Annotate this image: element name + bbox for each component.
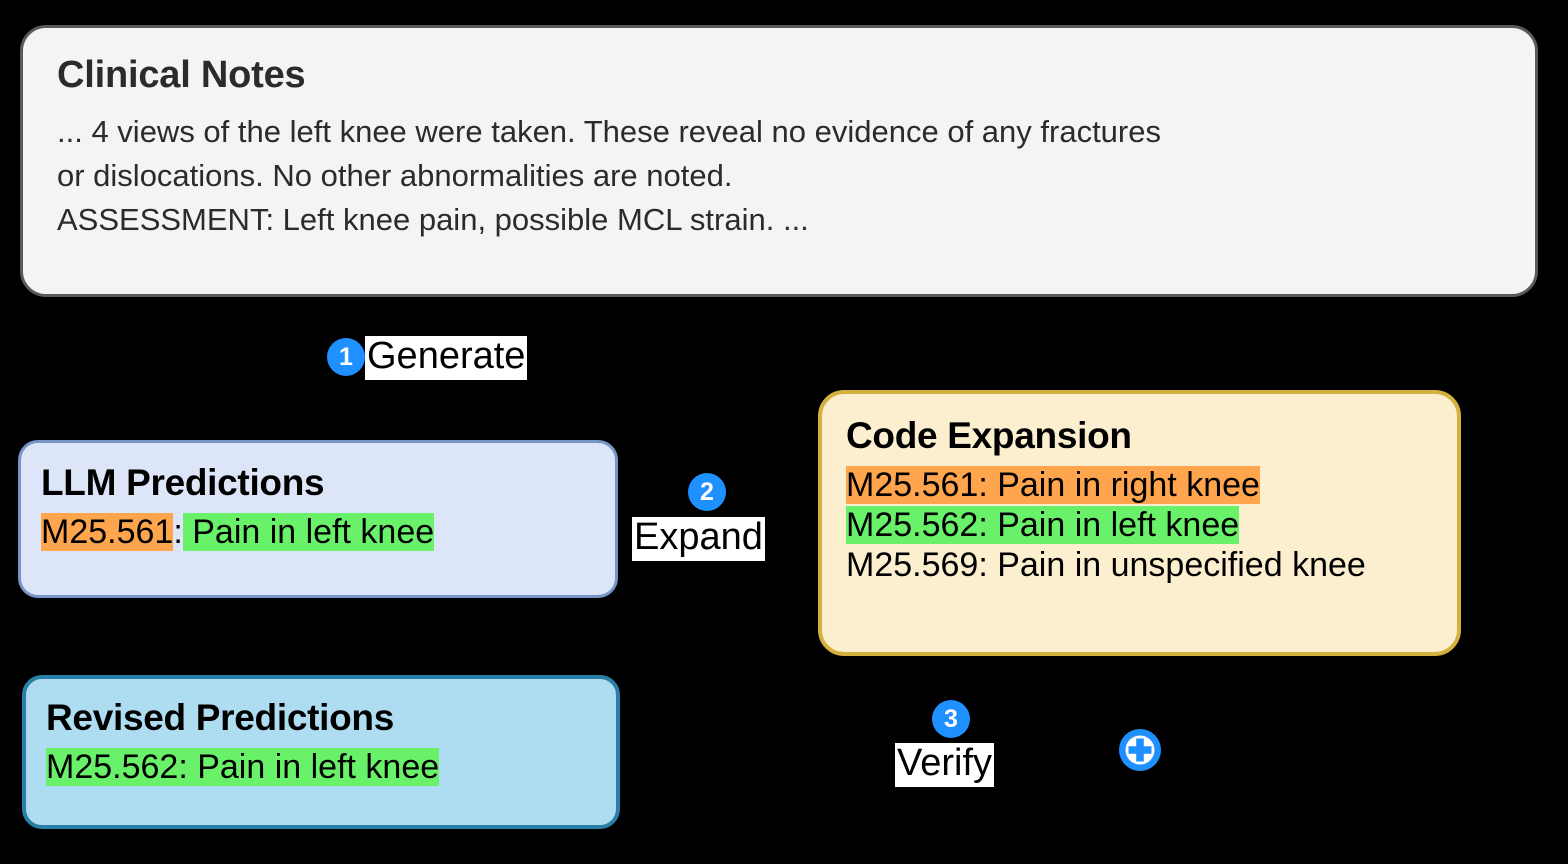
clinical-notes-body: ... 4 views of the left knee were taken.… [57,110,1505,242]
revised-predictions-title: Revised Predictions [46,697,394,738]
clinical-notes-line-1: ... 4 views of the left knee were taken.… [57,113,1161,149]
step-2-badge: 2 [688,473,726,511]
llm-predictions-row: M25.561: Pain in left knee [41,512,615,551]
step-2-label: Expand [632,517,765,561]
revised-predictions-card: Revised Predictions M25.562: Pain in lef… [22,675,620,829]
revised-predictions-row: M25.562: Pain in left knee [46,747,616,786]
code-expansion-row-text: M25.562: Pain in left knee [846,505,1240,544]
step-1-badge: 1 [327,338,365,376]
llm-prediction-description: Pain in left knee [182,512,435,551]
medical-plus-icon [1118,728,1162,772]
llm-prediction-code: M25.561 [41,512,174,551]
step-1-generate: 1 Generate [327,336,528,380]
code-expansion-row-text: M25.561: Pain in right knee [846,465,1260,504]
llm-predictions-card: LLM Predictions M25.561: Pain in left kn… [18,440,618,598]
code-expansion-row: M25.561: Pain in right knee [846,465,1457,504]
step-3-label: Verify [895,743,995,787]
llm-predictions-title: LLM Predictions [41,462,325,503]
code-expansion-row: M25.569: Pain in unspecified knee [846,546,1457,584]
step-1-label: Generate [365,336,528,380]
clinical-notes-line-3: ASSESSMENT: Left knee pain, possible MCL… [57,201,809,237]
code-expansion-card: Code Expansion M25.561: Pain in right kn… [818,390,1461,656]
code-expansion-title: Code Expansion [846,415,1132,456]
clinical-notes-card: Clinical Notes ... 4 views of the left k… [20,25,1538,297]
clinical-notes-line-2: or dislocations. No other abnormalities … [57,157,733,193]
code-expansion-row: M25.562: Pain in left knee [846,505,1457,544]
step-3-badge: 3 [932,700,970,738]
llm-prediction-separator: : [173,512,183,551]
revised-prediction-text: M25.562: Pain in left knee [46,747,440,786]
code-expansion-row-text: M25.569: Pain in unspecified knee [846,545,1366,584]
clinical-notes-title: Clinical Notes [57,54,306,96]
step-2-expand: 2 Expand [632,473,782,561]
step-3-verify: 3 Verify [895,700,1055,787]
